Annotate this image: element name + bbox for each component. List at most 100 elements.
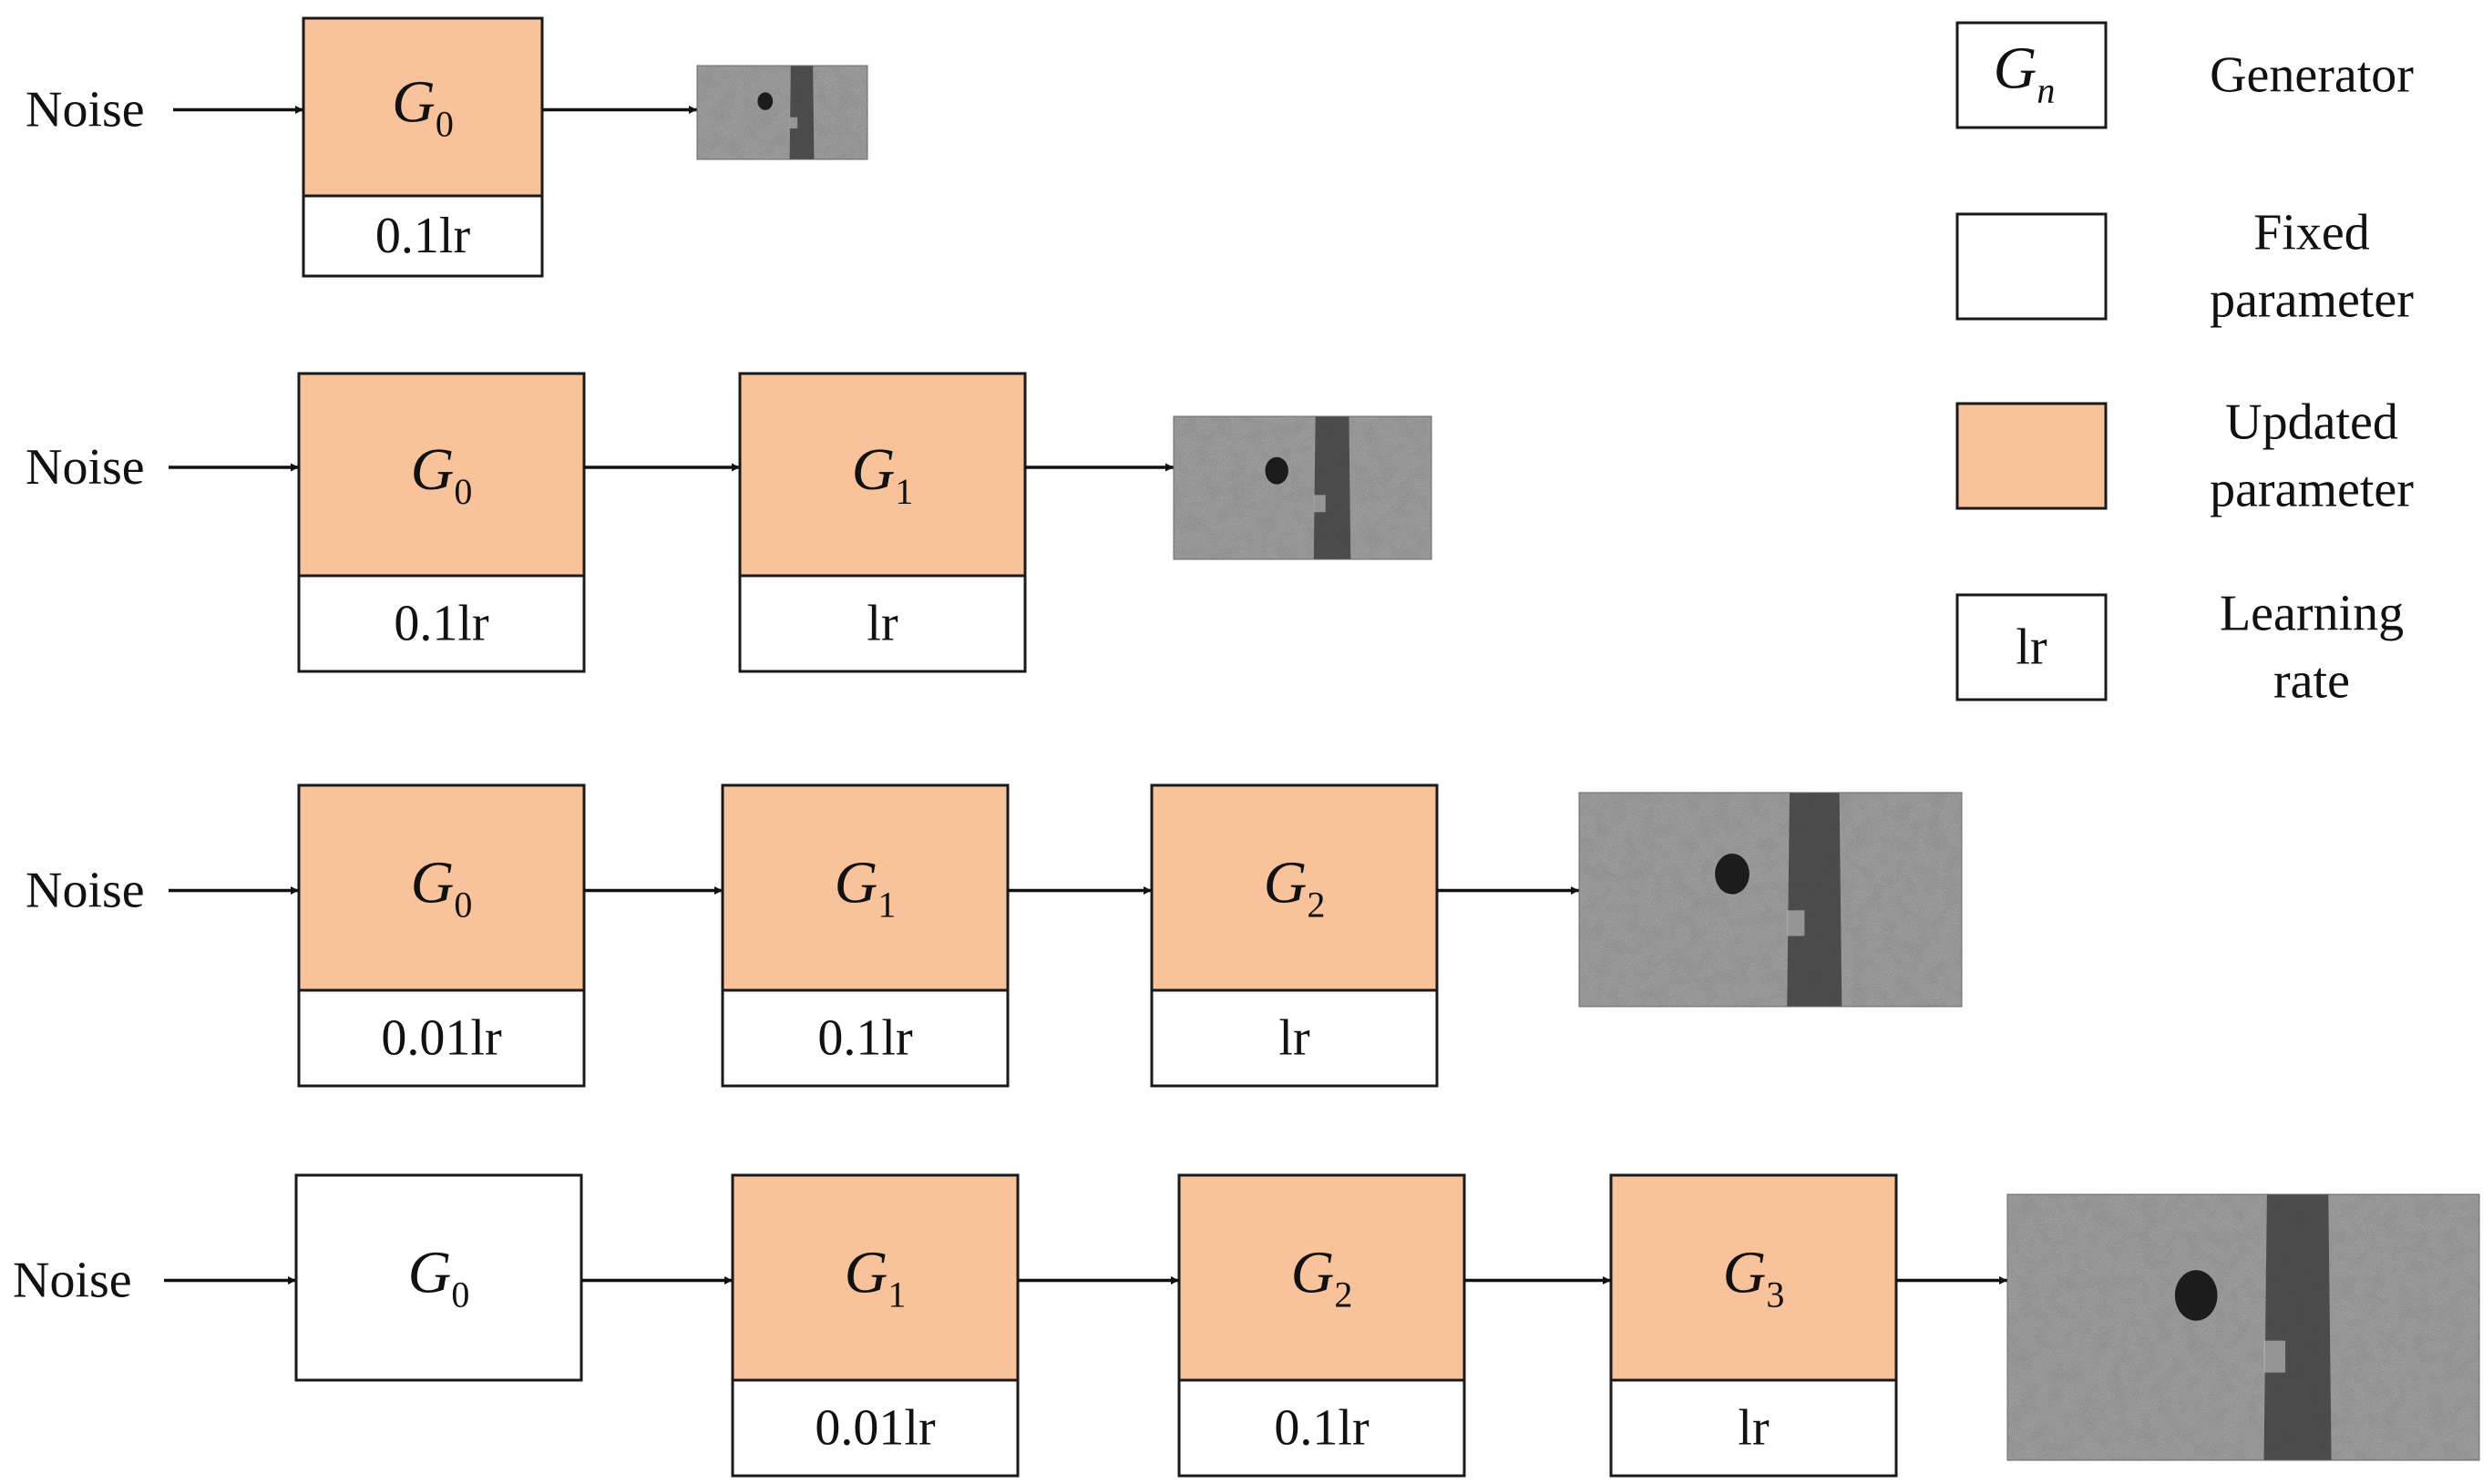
generator-letter: G <box>392 69 436 136</box>
legend-label: rate <box>2273 653 2350 710</box>
legend-updated-parameter: Updated parameter <box>1955 394 2414 518</box>
learning-rate-box <box>1150 988 1439 1088</box>
image-grain <box>1174 416 1431 559</box>
learning-rate-label: lr <box>1738 1400 1770 1457</box>
legend-swatch <box>1955 21 2108 129</box>
image-crack-stripe <box>1787 793 1842 1007</box>
legend-swatch <box>1955 212 2108 321</box>
generator-label: G2 <box>1291 1240 1353 1315</box>
legend-learning-rate: lr Learning rate <box>1955 586 2404 710</box>
generated-crack-image <box>1173 415 1432 560</box>
legend-label: Updated <box>2225 394 2398 451</box>
generator-letter: G <box>845 1240 888 1306</box>
generator-box-updated <box>738 372 1027 578</box>
image-border <box>1578 792 1963 1008</box>
generator-box-updated <box>1150 783 1439 992</box>
generator-index: 1 <box>877 885 896 926</box>
generator-letter: G <box>1723 1240 1767 1306</box>
learning-rate-label: 0.1lr <box>817 1010 913 1067</box>
generator-index: 0 <box>436 104 454 145</box>
noise-label: Noise <box>13 1253 132 1309</box>
generator-block-g1: G10.01lr <box>731 1173 1020 1478</box>
generator-block-g2: G2 lr <box>1150 783 1439 1088</box>
generator-letter: G <box>411 850 455 916</box>
generator-letter: G <box>1291 1240 1335 1306</box>
legend-label: Learning <box>2220 586 2404 642</box>
legend-swatch <box>1955 593 2108 701</box>
stage-1: Noise G0 0.1lr <box>26 16 868 278</box>
legend-label: parameter <box>2210 462 2414 518</box>
learning-rate-box <box>1177 1378 1466 1478</box>
legend-label: Generator <box>2210 47 2414 104</box>
generated-crack-image <box>1578 792 1963 1008</box>
noise-label: Noise <box>26 863 145 919</box>
image-bright-fleck <box>1787 910 1805 936</box>
generator-block-g0: G0 <box>294 1173 583 1382</box>
learning-rate-label: 0.1lr <box>375 208 471 264</box>
generator-block-g0: G00.1lr <box>297 372 586 673</box>
generated-crack-image <box>2006 1193 2480 1461</box>
generator-label: G1 <box>835 850 897 926</box>
learning-rate-box <box>731 1378 1020 1478</box>
generator-label: G3 <box>1723 1240 1785 1315</box>
generator-label: G1 <box>845 1240 907 1315</box>
generator-index: 3 <box>1766 1274 1784 1315</box>
image-grain <box>2007 1194 2479 1460</box>
generator-block-g1: G1 0.1lr <box>721 783 1010 1088</box>
learning-rate-label: 0.1lr <box>394 596 489 652</box>
learning-rate-label: lr <box>1278 1010 1310 1067</box>
generator-box-updated <box>297 783 586 992</box>
generator-block-g0: G0 0.01lr <box>297 783 586 1088</box>
generator-index: 0 <box>451 1274 469 1315</box>
image-bright-fleck <box>789 117 798 129</box>
image-grain <box>1579 793 1962 1007</box>
generator-index: 2 <box>1307 885 1325 926</box>
learning-rate-label: lr <box>867 596 898 652</box>
generated-crack-image <box>696 65 868 160</box>
learning-rate-box <box>297 574 586 673</box>
learning-rate-box <box>1609 1378 1898 1478</box>
generator-letter: G <box>852 436 896 503</box>
generator-index: 0 <box>454 471 472 512</box>
noise-label: Noise <box>26 82 145 138</box>
learning-rate-label: 0.01lr <box>381 1010 502 1067</box>
image-hole <box>1265 456 1288 485</box>
image-border <box>2006 1193 2480 1461</box>
image-border <box>696 65 868 160</box>
legend-swatch <box>1955 402 2108 510</box>
generator-box-updated <box>1609 1173 1898 1382</box>
image-hole <box>2174 1270 2218 1321</box>
generator-block-g0: G0 0.1lr <box>302 16 544 278</box>
image-crack-stripe <box>789 66 815 159</box>
legend-fixed-parameter: Fixed parameter <box>1955 205 2414 329</box>
generator-box-updated <box>297 372 586 578</box>
generator-label: G0 <box>411 850 473 926</box>
generator-box-updated <box>721 783 1010 992</box>
image-bright-fleck <box>2263 1340 2286 1373</box>
learning-rate-box <box>721 988 1010 1088</box>
image-crack-stripe <box>2263 1194 2332 1460</box>
image-hole <box>757 92 774 110</box>
generator-label: G1 <box>852 436 914 512</box>
legend-label: parameter <box>2210 272 2414 329</box>
legend-lr-symbol: lr <box>2016 619 2047 676</box>
image-hole <box>1715 853 1749 895</box>
legend-label: Fixed <box>2253 205 2370 261</box>
learning-rate-box <box>302 194 544 278</box>
generator-index: 2 <box>1334 1274 1352 1315</box>
generator-label: G2 <box>1264 850 1326 926</box>
generator-box-fixed <box>294 1173 583 1382</box>
generator-block-g2: G2 0.1lr <box>1177 1173 1466 1478</box>
legend-generator-symbol: Gn <box>1994 36 2056 111</box>
generator-index: 1 <box>895 471 913 512</box>
generator-index: 0 <box>454 885 472 926</box>
learning-rate-label: 0.1lr <box>1274 1400 1370 1457</box>
image-crack-stripe <box>1313 416 1351 559</box>
